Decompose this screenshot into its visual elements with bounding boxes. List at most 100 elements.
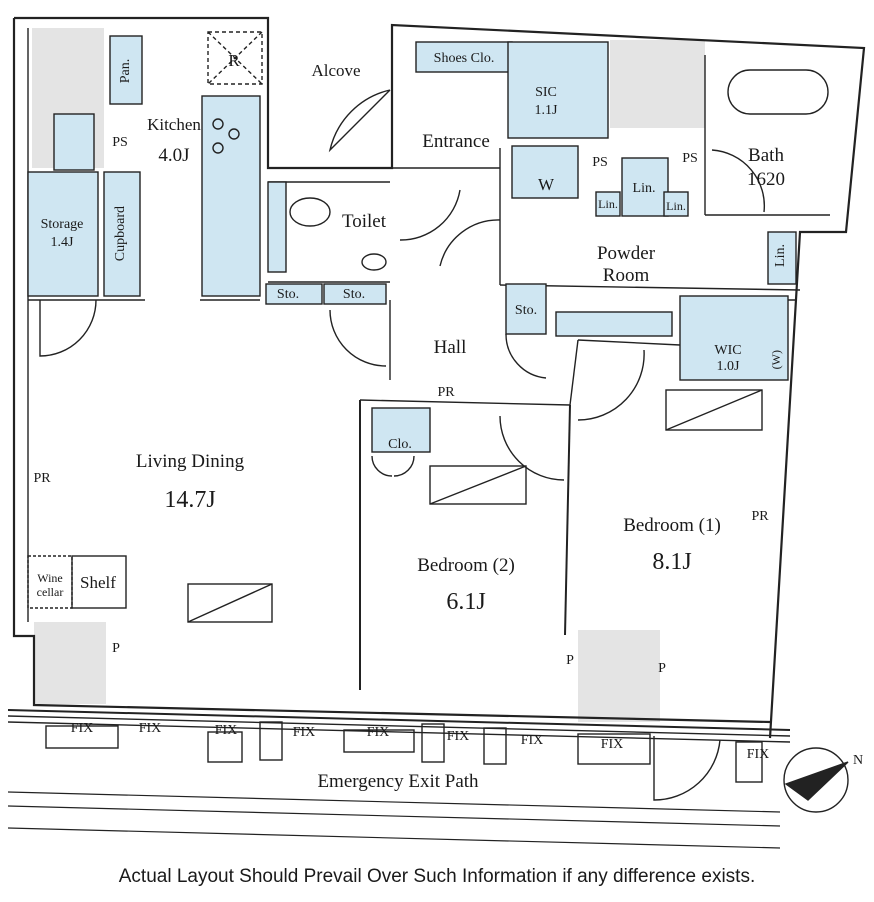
toilet-bowl [289, 197, 331, 227]
p-marker-living: P [112, 641, 120, 656]
door-exit[interactable] [653, 736, 721, 801]
wall-block-entrance [610, 40, 705, 128]
bedroom2-vent-diag [429, 465, 527, 505]
closet-label: Clo. [388, 437, 412, 452]
bath-tub [727, 69, 829, 115]
fix-label-2: FIX [138, 721, 162, 736]
bedroom2-size: 6.1J [446, 589, 486, 615]
sto-right-label: Sto. [342, 287, 366, 302]
fix-window-2 [207, 731, 243, 763]
powder-bottom [499, 284, 801, 291]
fix-window-7 [577, 733, 651, 765]
fix-label-9: FIX [746, 747, 770, 762]
ps-marker-entrance: PS [592, 155, 608, 170]
wine-cellar-line2: cellar [36, 585, 64, 599]
fix-label-3: FIX [214, 723, 238, 738]
bedroom2-vent [429, 465, 527, 505]
fix-label-1: FIX [70, 721, 94, 736]
wic-w-label: (W) [769, 350, 783, 370]
pantry-box [109, 35, 143, 105]
p-marker-bed1-right: P [658, 661, 666, 676]
living-dining-size: 14.7J [164, 487, 216, 513]
wic-label: WIC [714, 343, 742, 358]
path-line-upper [7, 791, 781, 813]
wic-box [679, 295, 789, 381]
shoes-closet-label: Shoes Clo. [433, 51, 495, 66]
door-bedroom2[interactable] [499, 415, 565, 481]
path-line-lower [7, 805, 781, 827]
fix-label-5: FIX [366, 725, 390, 740]
path-line-bottom [7, 827, 781, 849]
closet-box [371, 407, 431, 453]
fix-window-5 [421, 723, 445, 763]
sic-label: SIC [535, 85, 557, 100]
vanity-box [555, 311, 673, 337]
fix-window-3 [259, 721, 283, 761]
wine-cellar-line1: Wine [37, 571, 63, 585]
kitchen-size: 4.0J [158, 145, 190, 166]
door-powder[interactable] [439, 219, 501, 267]
door-storage[interactable] [39, 299, 97, 357]
living-dining-label: Living Dining [135, 451, 245, 472]
fix-window-6 [483, 727, 507, 765]
ps-marker-kitchen: PS [112, 135, 128, 150]
refrigerator-box [207, 31, 263, 85]
storage-box-top [53, 113, 95, 171]
storage-size: 1.4J [50, 235, 74, 250]
door-bath[interactable] [711, 149, 766, 213]
storage-label: Storage [40, 217, 84, 232]
shelf-label: Shelf [80, 573, 116, 592]
stove-burner-2 [228, 128, 240, 140]
sic-box [507, 41, 609, 139]
wic-size: 1.0J [716, 359, 740, 374]
pr-marker-hall: PR [437, 385, 455, 400]
toilet-counter [267, 181, 287, 273]
powder-room-line2: Room [602, 265, 650, 286]
pr-marker-bedroom1: PR [751, 509, 769, 524]
washer-label: W [537, 175, 555, 194]
bedroom1-label: Bedroom (1) [623, 515, 721, 536]
sto-right-box [323, 283, 387, 305]
cupboard-box [103, 171, 141, 297]
linen-small-left-label: Lin. [598, 197, 618, 211]
sto-hall-label: Sto. [514, 303, 538, 318]
disclaimer-text: Actual Layout Should Prevail Over Such I… [118, 866, 756, 887]
bedroom2-top-wall [359, 399, 571, 406]
door-closet[interactable] [371, 455, 415, 477]
kitchen-counter [201, 95, 261, 297]
linen-box [621, 157, 669, 217]
hall-right-wall [569, 339, 579, 406]
bedroom1-size: 8.1J [652, 549, 692, 575]
refrigerator-label: R [228, 51, 240, 70]
compass-circle [783, 747, 849, 813]
door-hall-left[interactable] [329, 309, 387, 367]
wall-block-bottom-left [34, 622, 106, 704]
entrance-label: Entrance [422, 131, 490, 152]
washer-box [511, 145, 579, 199]
sto-hall-box [505, 283, 547, 335]
storage-box [27, 171, 99, 297]
door-hall-sto[interactable] [505, 333, 547, 379]
door-alcove[interactable] [328, 89, 391, 153]
emergency-exit-path-label: Emergency Exit Path [317, 771, 479, 792]
outer-wall-left [14, 16, 866, 739]
bedroom1-vent [665, 389, 763, 431]
sto-left-label: Sto. [276, 287, 300, 302]
toilet-label: Toilet [341, 211, 387, 232]
living-vent [187, 583, 273, 623]
balcony-rail-3 [7, 721, 791, 743]
linen-small-right-label: Lin. [666, 199, 686, 213]
door-bedroom1[interactable] [577, 349, 645, 421]
toilet-sink [361, 253, 387, 271]
shoes-closet-box [415, 41, 513, 73]
fix-window-4 [343, 729, 415, 753]
bedroom2-label: Bedroom (2) [417, 555, 515, 576]
fix-label-7: FIX [520, 733, 544, 748]
balcony-rail-2 [7, 715, 791, 737]
pr-marker-living: PR [33, 471, 51, 486]
door-toilet[interactable] [399, 189, 461, 241]
bedroom1-vent-diag [665, 389, 763, 431]
fix-label-4: FIX [292, 725, 316, 740]
cupboard-label: Cupboard [113, 206, 128, 262]
